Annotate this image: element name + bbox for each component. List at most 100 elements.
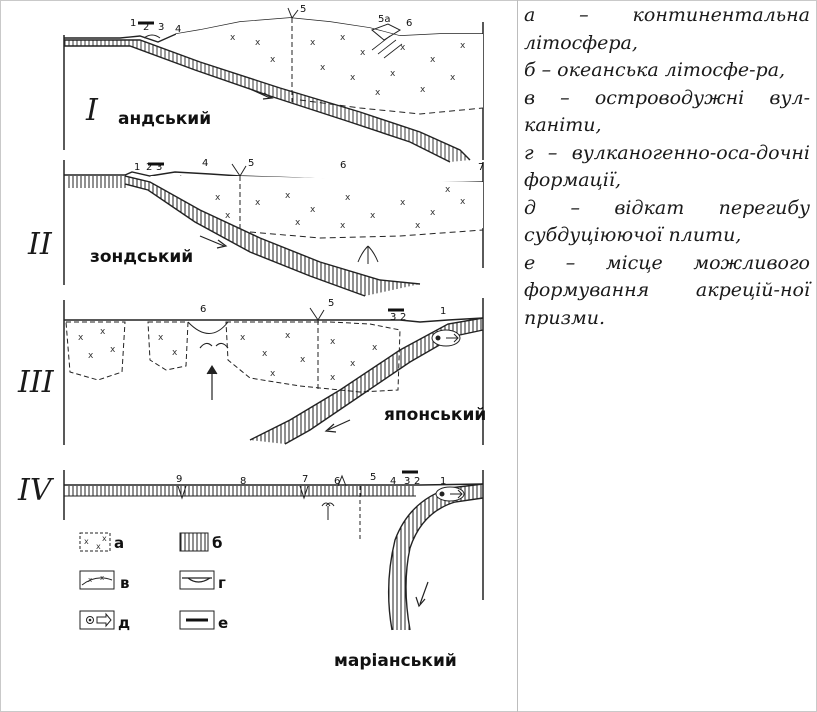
- profile-2-number-1: 1: [134, 162, 140, 173]
- rollback-arrow-icon: [80, 611, 114, 629]
- svg-text:x: x: [430, 208, 436, 218]
- profile-3-number-2: 2: [400, 312, 406, 323]
- profile-2-number-2: 2: [146, 162, 152, 173]
- caption-line-b: б – океанська літосфе-ра,: [524, 57, 810, 85]
- profile-1-number-1: 1: [130, 18, 136, 29]
- svg-text:x: x: [88, 576, 92, 584]
- profile-3-number-1: 1: [440, 306, 446, 317]
- profile-2-number-5: 5: [248, 158, 254, 169]
- caption-line-g: г – вулканогенно-оса-дочні формації,: [524, 140, 810, 195]
- profile-4-number-7: 7: [302, 474, 308, 485]
- legend-caption: а – континентальна літосфера, б – океанс…: [524, 2, 810, 332]
- profile-3-number-5: 5: [328, 298, 334, 309]
- profile-3-roman: III: [17, 365, 55, 400]
- svg-text:x: x: [345, 193, 351, 203]
- svg-text:x: x: [255, 38, 261, 48]
- svg-text:x: x: [100, 574, 104, 582]
- svg-text:x: x: [450, 73, 456, 83]
- profile-1-type-label: андський: [118, 109, 211, 129]
- svg-text:x: x: [78, 333, 84, 343]
- svg-text:x: x: [158, 333, 164, 343]
- svg-text:x: x: [330, 337, 336, 347]
- profile-1-number-6: 6: [406, 18, 412, 29]
- svg-text:x: x: [430, 55, 436, 65]
- legend-label-b: б: [212, 534, 222, 552]
- volcanic-sedimentary-icon: [180, 571, 214, 589]
- profile-3-number-6: 6: [200, 304, 206, 315]
- svg-text:x: x: [330, 373, 336, 383]
- profile-2-number-3: 3: [156, 162, 162, 173]
- svg-text:x: x: [262, 349, 268, 359]
- svg-text:x: x: [310, 38, 316, 48]
- island-arc-volcanics-icon: x x: [80, 571, 114, 589]
- profile-4-number-6: 6: [334, 476, 340, 487]
- profile-2-number-6: 6: [340, 160, 346, 171]
- profile-4-number-5: 5: [370, 472, 376, 483]
- profile-1-number-5: 5: [300, 4, 306, 15]
- legend-label-a: а: [114, 534, 124, 552]
- svg-text:x: x: [310, 205, 316, 215]
- profile-4-number-2: 2: [414, 476, 420, 487]
- profile-3-number-3: 3: [390, 312, 396, 323]
- svg-text:x: x: [360, 48, 366, 58]
- profile-1-number-2: 2: [143, 22, 149, 33]
- svg-text:x: x: [460, 197, 466, 207]
- profile-4-number-3: 3: [404, 476, 410, 487]
- profile-2-type-label: зондський: [90, 247, 193, 267]
- svg-text:x: x: [460, 41, 466, 51]
- svg-text:x: x: [340, 33, 346, 43]
- legend-label-d: д: [118, 614, 130, 632]
- svg-text:x: x: [350, 73, 356, 83]
- profile-2-roman: II: [27, 227, 53, 262]
- svg-text:x: x: [445, 185, 451, 195]
- svg-text:x: x: [372, 343, 378, 353]
- svg-text:x: x: [110, 345, 116, 355]
- svg-text:x: x: [420, 85, 426, 95]
- legend-label-v: в: [120, 574, 130, 592]
- svg-text:x: x: [375, 88, 381, 98]
- svg-text:x: x: [225, 211, 231, 221]
- svg-text:x: x: [400, 198, 406, 208]
- profile-4-number-9: 9: [176, 474, 182, 485]
- svg-text:x: x: [96, 542, 101, 551]
- caption-line-a: а – континентальна літосфера,: [524, 2, 810, 57]
- profile-1-number-5a: 5a: [378, 14, 391, 25]
- column-divider: [517, 0, 518, 712]
- profile-4-number-1: 1: [440, 476, 446, 487]
- profile-1-number-3: 3: [158, 22, 164, 33]
- svg-text:x: x: [390, 69, 396, 79]
- profile-4-roman: IV: [17, 473, 55, 508]
- legend-label-g: г: [218, 574, 226, 592]
- svg-text:x: x: [350, 359, 356, 369]
- svg-text:x: x: [270, 369, 276, 379]
- svg-text:x: x: [215, 193, 221, 203]
- profile-4-number-4: 4: [390, 476, 396, 487]
- svg-text:x: x: [172, 348, 178, 358]
- svg-text:x: x: [285, 331, 291, 341]
- legend-label-e: е: [218, 614, 228, 632]
- svg-text:x: x: [102, 534, 107, 543]
- profile-1-roman: I: [85, 93, 99, 128]
- svg-text:x: x: [88, 351, 94, 361]
- profile-1-number-4: 4: [175, 24, 181, 35]
- caption-line-e: е – місце можливого формування акрецій-н…: [524, 250, 810, 333]
- svg-text:x: x: [415, 221, 421, 231]
- svg-text:x: x: [240, 333, 246, 343]
- profile-4-number-8: 8: [240, 476, 246, 487]
- profile-2-number-7: 7: [478, 162, 484, 173]
- continental-lithosphere-icon: x x x: [80, 533, 110, 551]
- profile-2-number-4: 4: [202, 158, 208, 169]
- svg-text:x: x: [270, 55, 276, 65]
- svg-text:x: x: [285, 191, 291, 201]
- svg-text:x: x: [340, 221, 346, 231]
- oceanic-lithosphere-icon: [180, 533, 208, 551]
- svg-text:x: x: [100, 327, 106, 337]
- svg-text:x: x: [295, 218, 301, 228]
- profile-3-type-label: японський: [384, 405, 486, 425]
- svg-text:x: x: [300, 355, 306, 365]
- caption-line-d: д – відкат перегибу субдуціюючої плити,: [524, 195, 810, 250]
